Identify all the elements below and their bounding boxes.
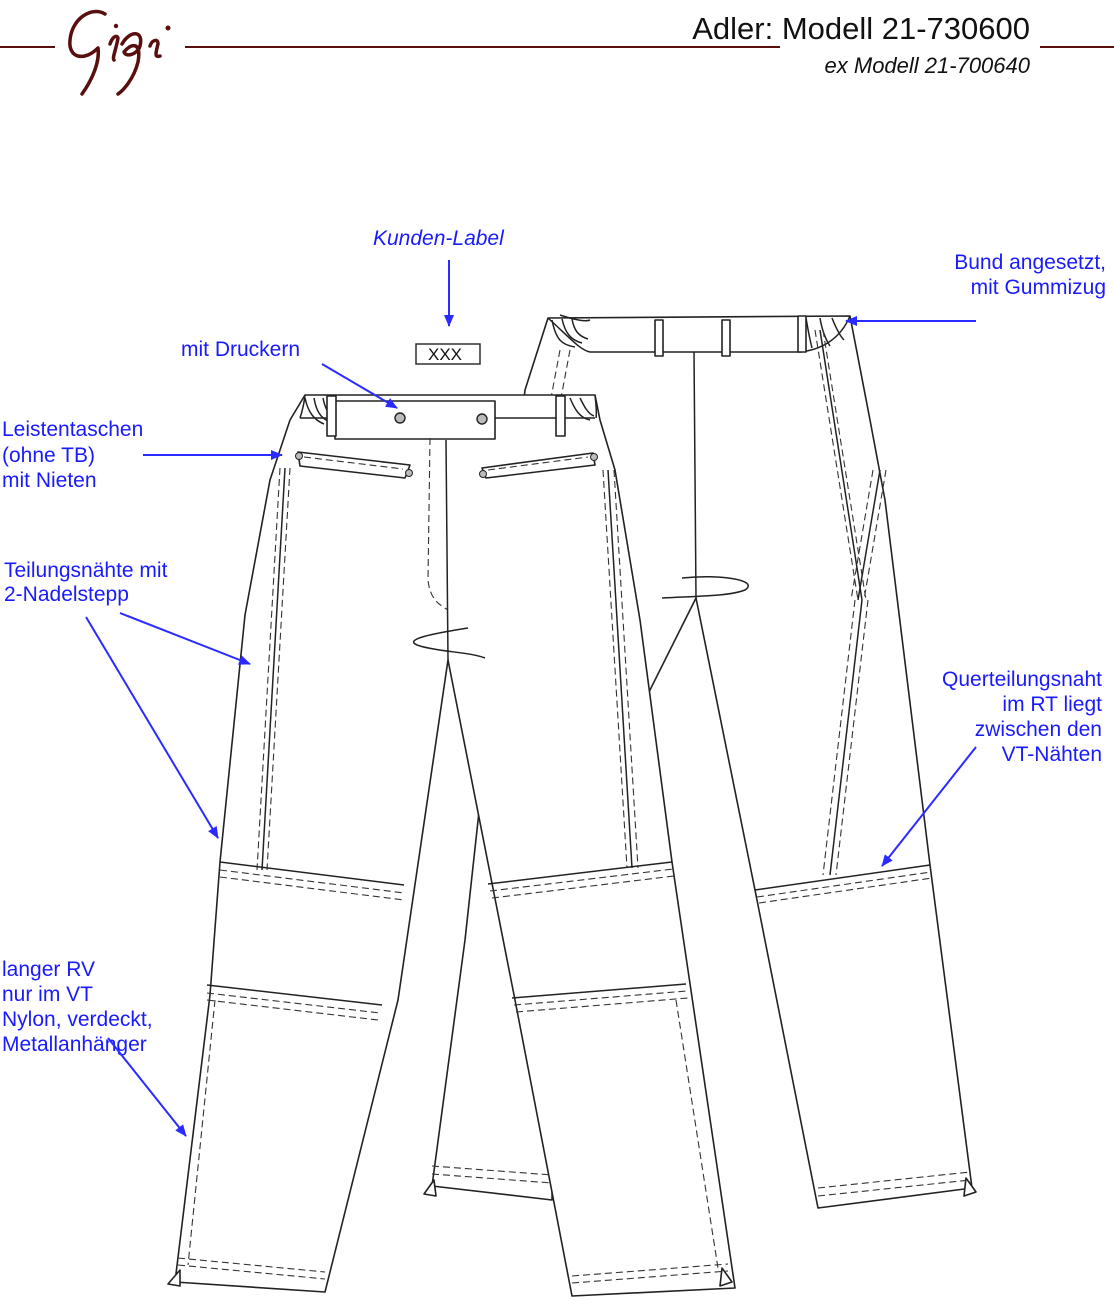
header: Adler: Modell 21-730600 ex Modell 21-700…: [0, 9, 1114, 96]
bund-line-2: mit Gummizug: [971, 276, 1106, 299]
teilungsnaehte-line-2: 2-Nadelstepp: [4, 583, 129, 606]
langer-rv-line-1: langer RV: [2, 958, 95, 981]
druckern-text: mit Druckern: [181, 338, 300, 361]
annotation-teilungsnaehte: Teilungsnähte mit 2-Nadelstepp: [4, 559, 251, 839]
leistentaschen-line-2: (ohne TB): [2, 444, 95, 467]
model-title: Adler: Modell 21-730600: [692, 11, 1030, 46]
annotation-kunden-label: Kunden-Label XXX: [373, 227, 505, 365]
annotations: Kunden-Label XXX mit Druckern Leistentas…: [2, 227, 1106, 1137]
langer-rv-line-4: Metallanhänger: [2, 1033, 147, 1056]
annotation-langer-rv: langer RV nur im VT Nylon, verdeckt, Met…: [2, 958, 187, 1137]
querteilung-line-1: Querteilungsnaht: [942, 668, 1102, 691]
kunden-label-text: Kunden-Label: [373, 227, 505, 250]
press-stud-right: [476, 413, 488, 425]
annotation-leistentaschen: Leistentaschen (ohne TB) mit Nieten: [2, 418, 283, 492]
teilungsnaehte-line-1: Teilungsnähte mit: [4, 559, 168, 582]
bund-line-1: Bund angesetzt,: [954, 251, 1106, 274]
langer-rv-line-3: Nylon, verdeckt,: [2, 1008, 153, 1031]
front-view-trousers: [167, 394, 736, 1297]
langer-rv-line-2: nur im VT: [2, 983, 93, 1006]
back-belt-loop-right: [721, 319, 731, 357]
annotation-druckern: mit Druckern: [181, 338, 398, 409]
front-belt-loop-right: [555, 395, 566, 437]
welt-pocket-left: [295, 451, 413, 479]
front-belt-loop-left: [326, 395, 337, 437]
annotation-querteilung: Querteilungsnaht im RT liegt zwischen de…: [881, 668, 1102, 867]
press-stud-left: [394, 412, 406, 424]
querteilung-line-3: zwischen den: [975, 718, 1102, 741]
querteilung-line-2: im RT liegt: [1002, 693, 1102, 716]
annotation-bund: Bund angesetzt, mit Gummizug: [845, 251, 1106, 326]
back-belt-loop-left: [654, 319, 664, 357]
customer-label-box: [415, 343, 481, 365]
querteilung-line-4: VT-Nähten: [1002, 743, 1102, 766]
model-subtitle: ex Modell 21-700640: [825, 53, 1031, 78]
back-belt-loop-side: [797, 315, 807, 353]
back-waistband-elastic-left: [551, 318, 589, 348]
gigi-logo: [68, 9, 171, 96]
welt-pocket-right: [479, 452, 598, 479]
leistentaschen-line-3: mit Nieten: [2, 469, 97, 492]
front-waistband-flap: [334, 400, 496, 440]
front-elastic-right: [569, 397, 595, 421]
customer-label-box-text: XXX: [428, 345, 462, 364]
leistentaschen-line-1: Leistentaschen: [2, 418, 143, 441]
